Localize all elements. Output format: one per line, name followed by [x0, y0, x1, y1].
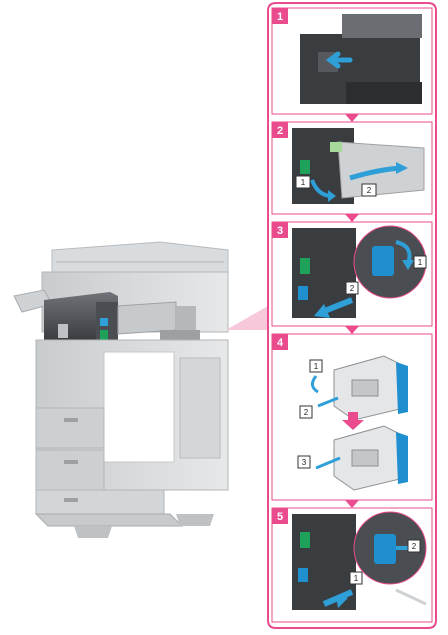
step-4-callout-3: 3: [302, 458, 307, 467]
step-5-panel: 5 2 1: [271, 507, 433, 623]
step-5-callout-1: 1: [354, 574, 359, 583]
pull-arrow-icon: [320, 297, 354, 315]
pull-arrow-icon: [325, 51, 353, 69]
step-5-number: 5: [277, 511, 283, 523]
step-4-panel: 4 1 2 3: [271, 333, 433, 501]
down-arrow-icon: [342, 412, 364, 430]
down-arrow-icon: [345, 500, 359, 508]
step-3-panel: 3 1 2: [271, 221, 433, 327]
down-arrow-icon: [345, 114, 359, 122]
finisher-unit: [44, 292, 200, 352]
down-arrow-icon: [345, 326, 359, 334]
step-1-panel: 1: [271, 7, 433, 115]
step-1-number: 1: [277, 11, 283, 23]
steps-frame: [267, 2, 437, 629]
down-arrow-icon: [345, 214, 359, 222]
step-2-panel: 2 1 2: [271, 121, 433, 215]
step-3-callout-2: 2: [350, 284, 355, 293]
step-5-callout-2: 2: [412, 542, 417, 551]
step-3-callout-1: 1: [418, 258, 423, 267]
step-2-callout-1: 1: [301, 178, 306, 187]
step-3-number: 3: [277, 225, 283, 237]
step-4-number: 4: [277, 337, 284, 349]
pull-arrow-icon: [349, 165, 401, 181]
step-2-number: 2: [277, 125, 283, 137]
step-2-callout-2: 2: [367, 186, 372, 195]
step-4-callout-1: 1: [314, 362, 319, 371]
multifunction-printer: [13, 241, 268, 538]
step-4-callout-2: 2: [304, 408, 309, 417]
